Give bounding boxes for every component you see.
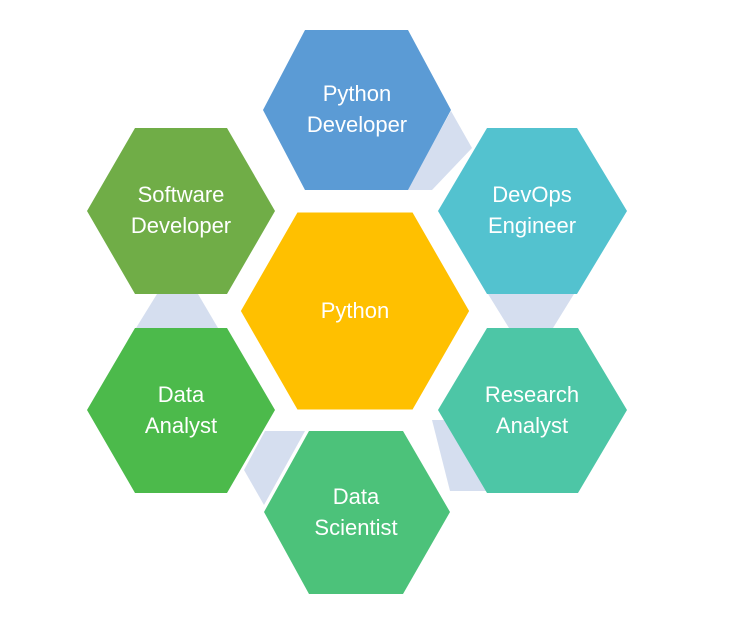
data-scientist-shape — [264, 431, 450, 594]
data-analyst-shape — [87, 328, 275, 493]
connector-research-data-scientist — [432, 420, 488, 491]
devops-engineer-shape — [438, 128, 627, 294]
python-developer-label: Python — [323, 81, 392, 106]
research-analyst-label: Research — [485, 382, 579, 407]
connector-bands — [136, 111, 574, 505]
data-scientist-label: Data — [333, 484, 380, 509]
devops-engineer-label-line2: Engineer — [488, 213, 576, 238]
research-analyst-label-line2: Analyst — [496, 413, 568, 438]
data-analyst-hexagon: Data Analyst — [87, 328, 275, 493]
python-center-hexagon: Python — [235, 207, 475, 415]
python-center-label: Python — [321, 298, 390, 323]
connector-data-analyst-software-developer — [136, 294, 218, 328]
software-developer-label-line2: Developer — [131, 213, 231, 238]
python-developer-hexagon: Python Developer — [263, 30, 451, 190]
research-analyst-hexagon: Research Analyst — [438, 328, 627, 493]
data-scientist-label-line2: Scientist — [314, 515, 397, 540]
software-developer-label: Software — [138, 182, 225, 207]
python-developer-label-line2: Developer — [307, 112, 407, 137]
connector-python-developer-devops — [407, 111, 472, 190]
data-analyst-label-line2: Analyst — [145, 413, 217, 438]
research-analyst-shape — [438, 328, 627, 493]
connector-data-scientist-data-analyst — [244, 431, 305, 505]
data-analyst-label: Data — [158, 382, 205, 407]
python-developer-shape — [263, 30, 451, 190]
connector-devops-research — [488, 294, 574, 328]
data-scientist-hexagon: Data Scientist — [264, 431, 450, 594]
devops-engineer-hexagon: DevOps Engineer — [438, 128, 627, 294]
software-developer-shape — [87, 128, 275, 294]
python-center-shape — [235, 207, 475, 415]
devops-engineer-label: DevOps — [492, 182, 571, 207]
software-developer-hexagon: Software Developer — [87, 128, 275, 294]
